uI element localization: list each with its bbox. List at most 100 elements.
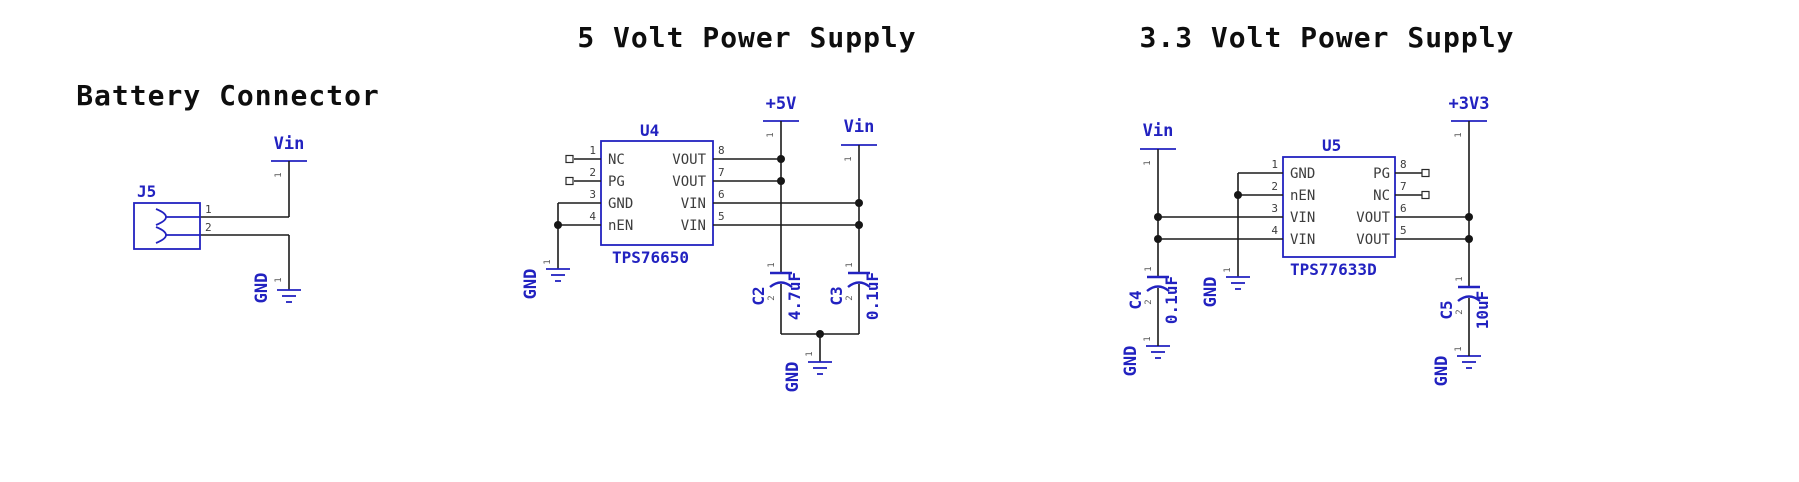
junction-dot <box>554 221 562 229</box>
ic-u4-body[interactable] <box>600 140 714 246</box>
pin-name: VIN <box>1290 210 1315 226</box>
section-battery-connector: Battery Connector Vin 1 J5 1 2 GND 1 <box>76 79 380 304</box>
pin-number: 4 <box>589 210 596 223</box>
supply33-section-title: 3.3 Volt Power Supply <box>1139 21 1514 54</box>
power-pin-number: 1 <box>1143 160 1153 165</box>
no-connect-square <box>565 176 574 186</box>
cap-value: 4.7uF <box>785 272 804 320</box>
pin-number: 2 <box>1271 180 1278 193</box>
net-label-vin: Vin <box>844 117 875 137</box>
cap-curved-plate <box>1457 295 1481 302</box>
power-pin-number: 1 <box>1223 267 1233 272</box>
pin-name: NC <box>608 152 625 168</box>
connector-pin-chevron-icon <box>155 208 167 226</box>
junction-dot <box>1465 235 1473 243</box>
power-pin-number: 1 <box>805 351 815 356</box>
ic-u5-body[interactable] <box>1282 156 1396 258</box>
net-label-vin: Vin <box>274 134 305 154</box>
net-label-plus5v: +5V <box>766 94 797 114</box>
gnd-symbol <box>277 284 301 303</box>
pin-number: 2 <box>589 166 596 179</box>
cap-refdes: C5 <box>1437 300 1456 319</box>
pin-number: 1 <box>1271 158 1278 171</box>
capacitor-c5[interactable] <box>1457 285 1481 302</box>
pin-number: 7 <box>718 166 725 179</box>
pin-number: 3 <box>589 188 596 201</box>
gnd-symbol <box>1146 345 1170 359</box>
pin-name: VIN <box>681 218 706 234</box>
power-pin-number: 1 <box>543 259 553 264</box>
pin-number: 6 <box>718 188 725 201</box>
pin-name: nEN <box>608 218 633 234</box>
cap-refdes: C2 <box>749 286 768 305</box>
net-label-gnd: GND <box>252 273 272 304</box>
ic-refdes: U4 <box>640 121 659 140</box>
power-pin-number: 1 <box>766 132 776 137</box>
power-pin-number: 1 <box>1454 132 1464 137</box>
pin-number: 2 <box>1144 299 1154 304</box>
ic-part-number: TPS76650 <box>612 248 689 267</box>
pin-name: VIN <box>681 196 706 212</box>
capacitor-c2[interactable] <box>769 271 793 288</box>
junction-dot <box>1465 213 1473 221</box>
no-connect-square <box>1421 190 1430 200</box>
ic-part-number: TPS77633D <box>1290 260 1377 279</box>
pin-number: 2 <box>1455 309 1465 314</box>
cap-value: 0.1uF <box>863 272 882 320</box>
cap-curved-plate <box>1146 285 1170 292</box>
pin-number: 6 <box>1400 202 1407 215</box>
pin-number: 1 <box>1455 276 1465 281</box>
cap-curved-plate <box>769 281 793 288</box>
pin-number: 2 <box>845 295 855 300</box>
junction-dot <box>1234 191 1242 199</box>
cap-value: 10uF <box>1473 291 1492 330</box>
gnd-symbol <box>1457 355 1481 369</box>
section-3v3-supply: 3.3 Volt Power Supply Vin 1 U5 TPS77633D… <box>1121 21 1514 386</box>
pin-name: VOUT <box>672 174 706 190</box>
cap-refdes: C4 <box>1126 290 1145 309</box>
no-connect-square <box>1421 168 1430 178</box>
net-label-gnd: GND <box>1201 277 1221 308</box>
cap-refdes: C3 <box>827 286 846 305</box>
pin-number: 5 <box>1400 224 1407 237</box>
net-label-vin: Vin <box>1143 121 1174 141</box>
net-label-gnd: GND <box>521 269 541 300</box>
pin-name: PG <box>608 174 625 190</box>
power-pin-number: 1 <box>1143 336 1153 341</box>
pin-name: VIN <box>1290 232 1315 248</box>
pin-name: GND <box>608 196 633 212</box>
pin-number: 5 <box>718 210 725 223</box>
pin-number: 1 <box>205 203 212 216</box>
pin-name: PG <box>1373 166 1390 182</box>
pin-number: 2 <box>767 295 777 300</box>
pin-number: 3 <box>1271 202 1278 215</box>
pin-number: 4 <box>1271 224 1278 237</box>
capacitor-c3[interactable] <box>847 271 871 288</box>
capacitor-c4[interactable] <box>1146 275 1170 292</box>
connector-refdes: J5 <box>137 182 156 201</box>
pin-name: VOUT <box>1356 232 1390 248</box>
net-label-gnd: GND <box>783 362 803 393</box>
pin-number: 2 <box>205 221 212 234</box>
ic-refdes: U5 <box>1322 136 1341 155</box>
connector-j5-body[interactable] <box>133 202 201 250</box>
net-label-gnd: GND <box>1121 346 1141 377</box>
pin-name: VOUT <box>1356 210 1390 226</box>
cap-curved-plate <box>847 281 871 288</box>
no-connect-square <box>565 154 574 164</box>
net-label-plus3v3: +3V3 <box>1449 94 1490 114</box>
pin-number: 7 <box>1400 180 1407 193</box>
pin-number: 1 <box>589 144 596 157</box>
pin-name: GND <box>1290 166 1315 182</box>
power-pin-number: 1 <box>844 156 854 161</box>
pin-name: nEN <box>1290 188 1315 204</box>
pin-name: VOUT <box>672 152 706 168</box>
power-pin-number: 1 <box>1454 346 1464 351</box>
cap-value: 0.1uF <box>1162 276 1181 324</box>
pin-number: 1 <box>1144 266 1154 271</box>
supply5-section-title: 5 Volt Power Supply <box>577 21 916 54</box>
gnd-symbol <box>808 361 832 375</box>
battery-section-title: Battery Connector <box>76 79 380 112</box>
power-pin-number: 1 <box>274 277 284 282</box>
